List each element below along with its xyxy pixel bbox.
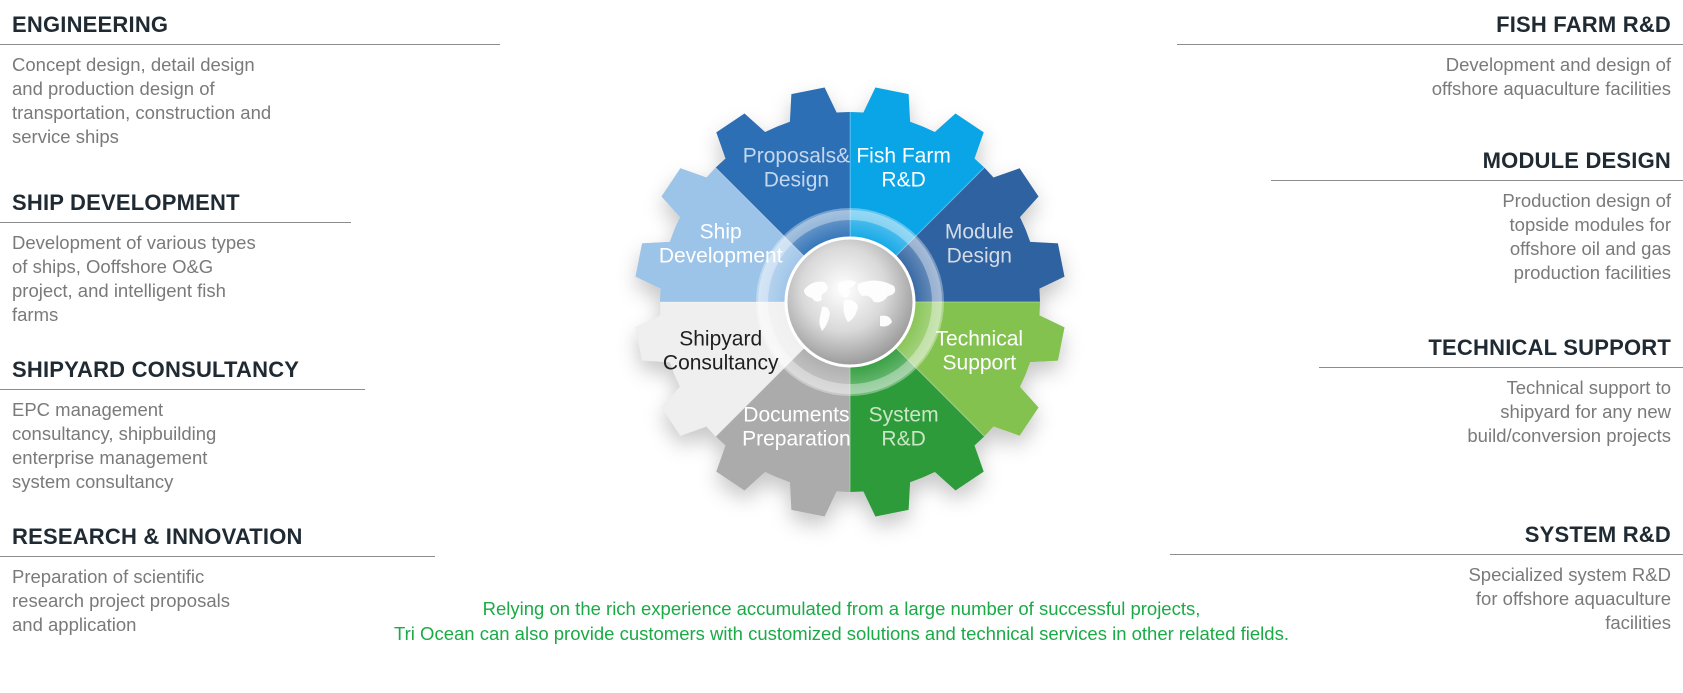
divider bbox=[1177, 44, 1683, 45]
section-fish-farm-rd: FISH FARM R&D Development and design of … bbox=[1177, 12, 1683, 101]
divider bbox=[0, 389, 365, 390]
divider bbox=[1170, 554, 1683, 555]
footer-note: Relying on the rich experience accumulat… bbox=[0, 596, 1683, 646]
hub-ring-band bbox=[756, 208, 944, 396]
section-system-rd: SYSTEM R&D Specialized system R&D for of… bbox=[1170, 522, 1683, 635]
footer-line-1: Relying on the rich experience accumulat… bbox=[482, 598, 1201, 619]
divider bbox=[0, 44, 500, 45]
section-title: MODULE DESIGN bbox=[1482, 148, 1671, 173]
section-description: Specialized system R&D for offshore aqua… bbox=[1468, 564, 1671, 633]
section-ship-development: SHIP DEVELOPMENT Development of various … bbox=[0, 190, 351, 327]
section-description: Concept design, detail design and produc… bbox=[12, 54, 272, 147]
section-description: Production design of topside modules for… bbox=[1502, 190, 1671, 283]
section-title: FISH FARM R&D bbox=[1496, 12, 1671, 37]
world-map-icon bbox=[804, 280, 896, 331]
divider bbox=[0, 222, 351, 223]
divider bbox=[1319, 367, 1683, 368]
divider bbox=[0, 556, 435, 557]
section-module-design: MODULE DESIGN Production design of topsi… bbox=[1271, 148, 1683, 285]
section-description: Technical support to shipyard for any ne… bbox=[1467, 377, 1671, 446]
section-technical-support: TECHNICAL SUPPORT Technical support to s… bbox=[1319, 335, 1683, 448]
section-title: SHIPYARD CONSULTANCY bbox=[12, 357, 300, 382]
section-description: Development of various types of ships, O… bbox=[12, 232, 256, 325]
section-description: EPC management consultancy, shipbuilding… bbox=[12, 399, 217, 492]
section-engineering: ENGINEERING Concept design, detail desig… bbox=[0, 12, 500, 149]
section-research-innovation: RESEARCH & INNOVATION Preparation of sci… bbox=[0, 524, 435, 637]
section-shipyard-consultancy: SHIPYARD CONSULTANCY EPC management cons… bbox=[0, 357, 365, 494]
divider bbox=[1271, 180, 1683, 181]
section-title: SYSTEM R&D bbox=[1524, 522, 1671, 547]
gear-segment-label: Proposals&Design bbox=[743, 145, 850, 192]
footer-line-2: Tri Ocean can also provide customers wit… bbox=[394, 623, 1289, 644]
section-title: SHIP DEVELOPMENT bbox=[12, 190, 240, 215]
section-description: Preparation of scientific research proje… bbox=[12, 566, 230, 635]
section-title: TECHNICAL SUPPORT bbox=[1428, 335, 1671, 360]
section-title: RESEARCH & INNOVATION bbox=[12, 524, 303, 549]
section-description: Development and design of offshore aquac… bbox=[1431, 54, 1671, 99]
section-title: ENGINEERING bbox=[12, 12, 169, 37]
